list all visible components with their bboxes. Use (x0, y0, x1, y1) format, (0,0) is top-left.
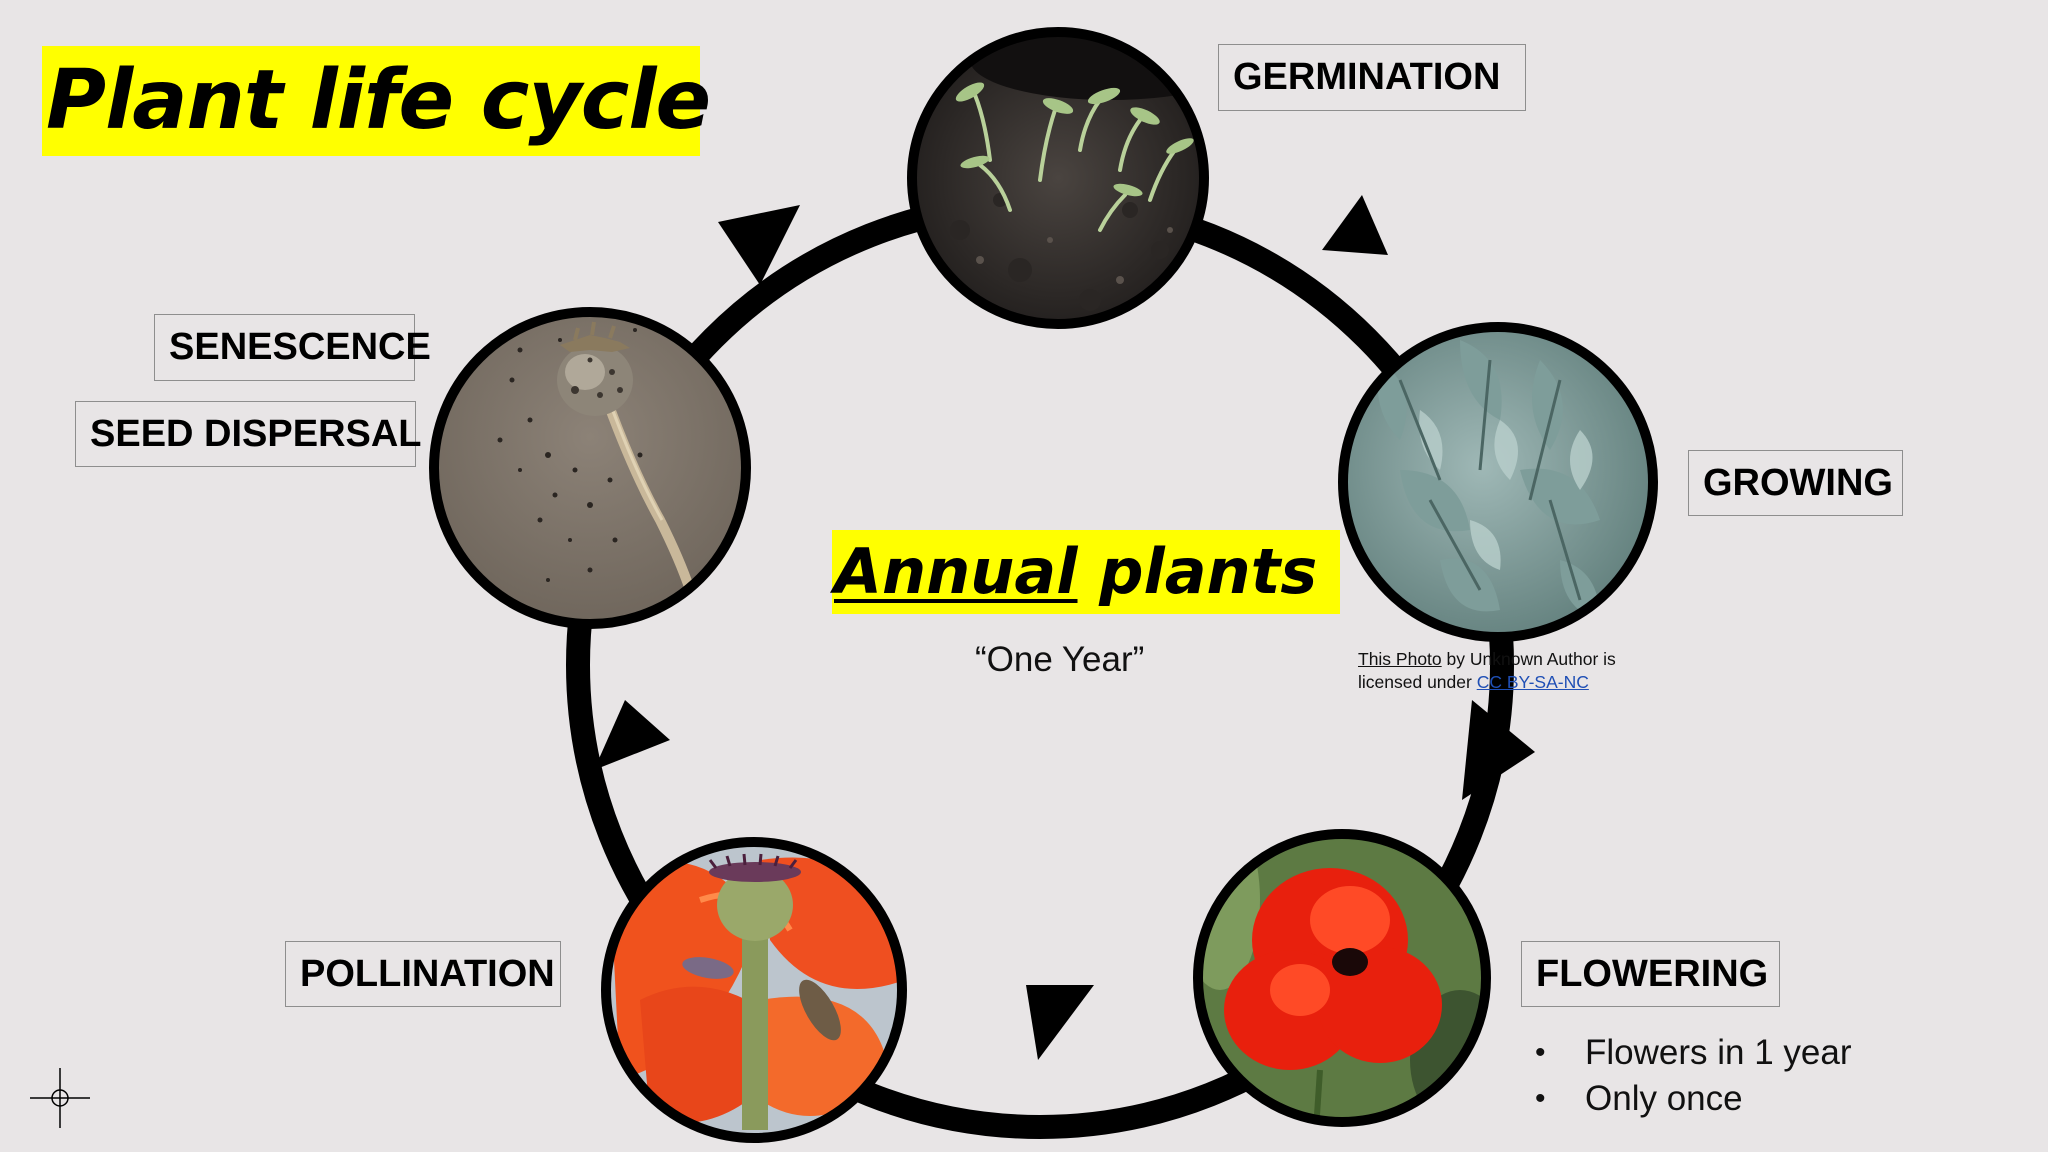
germination-photo (907, 27, 1209, 329)
growing-photo (1338, 322, 1658, 642)
list-item: Flowers in 1 year (1535, 1030, 1851, 1076)
arrow-germination-to-growing (1322, 195, 1388, 255)
stage-label-seed-dispersal: SEED DISPERSAL (75, 401, 422, 467)
center-title-plants: plants (1077, 535, 1318, 608)
arrow-pollination-to-senescence (594, 700, 670, 770)
arrow-flowering-to-pollination (1026, 985, 1094, 1060)
flowering-notes: Flowers in 1 year Only once (1535, 1030, 1851, 1122)
pollination-photo (601, 837, 907, 1143)
stage-label-growing: GROWING (1688, 450, 1903, 516)
stage-label-germination: GERMINATION (1218, 44, 1526, 111)
photo-credit: This Photo by Unknown Author is licensed… (1358, 648, 1658, 694)
list-item: Only once (1535, 1076, 1851, 1122)
crosshair-cursor-icon (30, 1068, 90, 1128)
center-subtitle: “One Year” (975, 640, 1145, 679)
stage-label-pollination: POLLINATION (285, 941, 561, 1007)
stage-label-senescence: SENESCENCE (154, 314, 431, 381)
center-title: Annual plants (832, 530, 1340, 614)
photo-credit-text: by Unknown Author is licensed under (1358, 649, 1616, 692)
photo-credit-link[interactable]: This Photo (1358, 649, 1442, 669)
arrow-senescence-to-germination (718, 205, 800, 285)
senescence-photo (429, 307, 751, 629)
arrow-growing-to-flowering (1462, 700, 1535, 800)
center-title-annual: Annual (834, 535, 1078, 608)
photo-license-link[interactable]: CC BY-SA-NC (1476, 672, 1589, 692)
slide-title: Plant life cycle (42, 46, 711, 156)
stage-label-flowering: FLOWERING (1521, 941, 1780, 1007)
